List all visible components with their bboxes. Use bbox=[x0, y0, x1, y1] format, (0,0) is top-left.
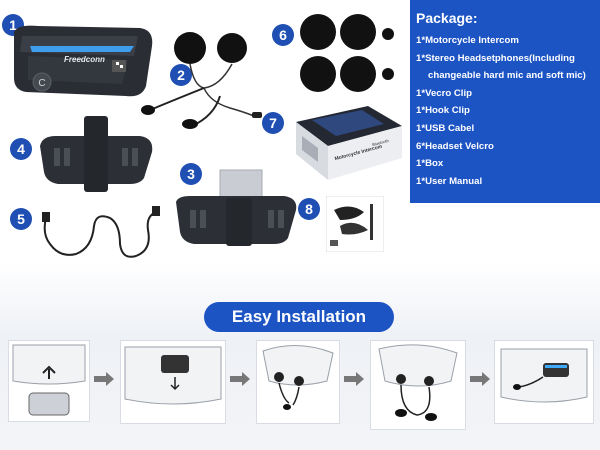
user-manual-image bbox=[326, 196, 384, 252]
device-brand-text: Freedconn bbox=[64, 55, 105, 64]
badge-2: 2 bbox=[170, 64, 192, 86]
helmet-installed-step-image bbox=[500, 348, 588, 403]
hook-clip-image bbox=[176, 169, 297, 246]
package-item: 1*Stereo Headsetphones(Including bbox=[416, 52, 575, 64]
badge-5: 5 bbox=[10, 208, 32, 230]
arrow-icon bbox=[470, 372, 490, 386]
package-item: 1*Box bbox=[416, 158, 444, 170]
package-item: changeable hard mic and soft mic) bbox=[428, 70, 586, 82]
package-item: 1*User Manual bbox=[416, 175, 483, 187]
helmet-cable-step-image bbox=[378, 344, 458, 421]
package-list: 1*Motorcycle Intercom 1*Stereo Headsetph… bbox=[416, 32, 600, 190]
package-item: 1*USB Cabel bbox=[416, 122, 475, 134]
helmet-headset-step-image bbox=[262, 344, 334, 410]
package-panel: Package: 1*Motorcycle Intercom 1*Stereo … bbox=[410, 0, 600, 203]
arrow-icon bbox=[94, 372, 114, 386]
package-item: 6*Headset Velcro bbox=[416, 140, 494, 152]
badge-8: 8 bbox=[298, 198, 320, 220]
headset-velcro-image bbox=[300, 14, 394, 92]
arrow-icon bbox=[344, 372, 364, 386]
install-step-2 bbox=[120, 340, 226, 424]
stereo-headset-image bbox=[141, 32, 262, 129]
badge-4: 4 bbox=[10, 138, 32, 160]
package-item: 1*Vecro Clip bbox=[416, 87, 472, 99]
easy-installation-banner: Easy Installation bbox=[204, 302, 394, 332]
install-step-1 bbox=[8, 340, 90, 422]
helmet-step-image bbox=[12, 344, 86, 416]
usb-cable-image bbox=[42, 206, 160, 258]
install-step-3 bbox=[256, 340, 340, 424]
helmet-clip-step-image bbox=[124, 346, 222, 405]
package-title: Package: bbox=[416, 10, 478, 26]
arrow-icon bbox=[230, 372, 250, 386]
badge-7: 7 bbox=[262, 112, 284, 134]
vecro-clip-image bbox=[40, 116, 153, 192]
intercom-device-image: C bbox=[14, 25, 153, 97]
install-step-5 bbox=[494, 340, 594, 424]
svg-text:C: C bbox=[38, 78, 45, 89]
install-step-4 bbox=[370, 340, 466, 430]
product-box-image bbox=[296, 106, 402, 180]
badge-6: 6 bbox=[272, 24, 294, 46]
package-item: 1*Hook Clip bbox=[416, 105, 470, 117]
package-item: 1*Motorcycle Intercom bbox=[416, 35, 519, 46]
badge-3: 3 bbox=[180, 163, 202, 185]
